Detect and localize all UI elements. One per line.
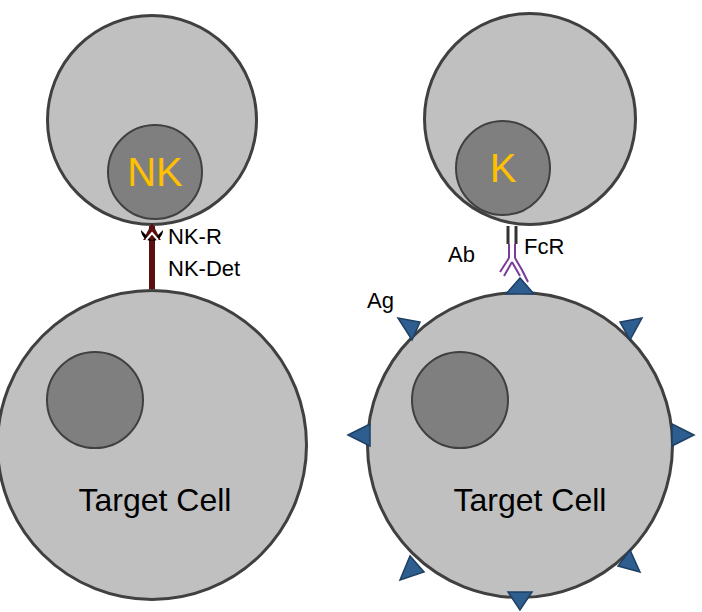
- cell-circle: K: [423, 12, 637, 226]
- cell-circle: Target Cell: [0, 289, 308, 601]
- antigen-symbols: [348, 278, 694, 610]
- nucleus: [47, 352, 143, 448]
- part-label: NK-R: [168, 226, 222, 248]
- cell-outline: [46, 14, 258, 226]
- nucleus: [412, 352, 508, 448]
- cell-label: NK: [127, 150, 183, 195]
- cell-label: Target Cell: [454, 482, 607, 519]
- fc-receptor: [508, 226, 516, 244]
- cell-label: K: [490, 146, 517, 191]
- part-label: Ab: [448, 244, 475, 266]
- nucleus: [108, 125, 202, 219]
- antibody: [500, 244, 528, 282]
- cell-circle: Target Cell: [366, 291, 674, 599]
- part-label: FcR: [524, 236, 564, 258]
- nk-receptor: [141, 230, 163, 241]
- cell-circle: NK: [46, 14, 258, 226]
- part-label: Ag: [367, 290, 394, 312]
- nucleus: [456, 121, 550, 215]
- cell-outline: [423, 12, 637, 226]
- cell-outline: [366, 291, 674, 599]
- binding-arrow: [149, 226, 155, 289]
- cell-label: Target Cell: [79, 482, 232, 519]
- cell-outline: [0, 289, 308, 601]
- part-label: NK-Det: [168, 258, 240, 280]
